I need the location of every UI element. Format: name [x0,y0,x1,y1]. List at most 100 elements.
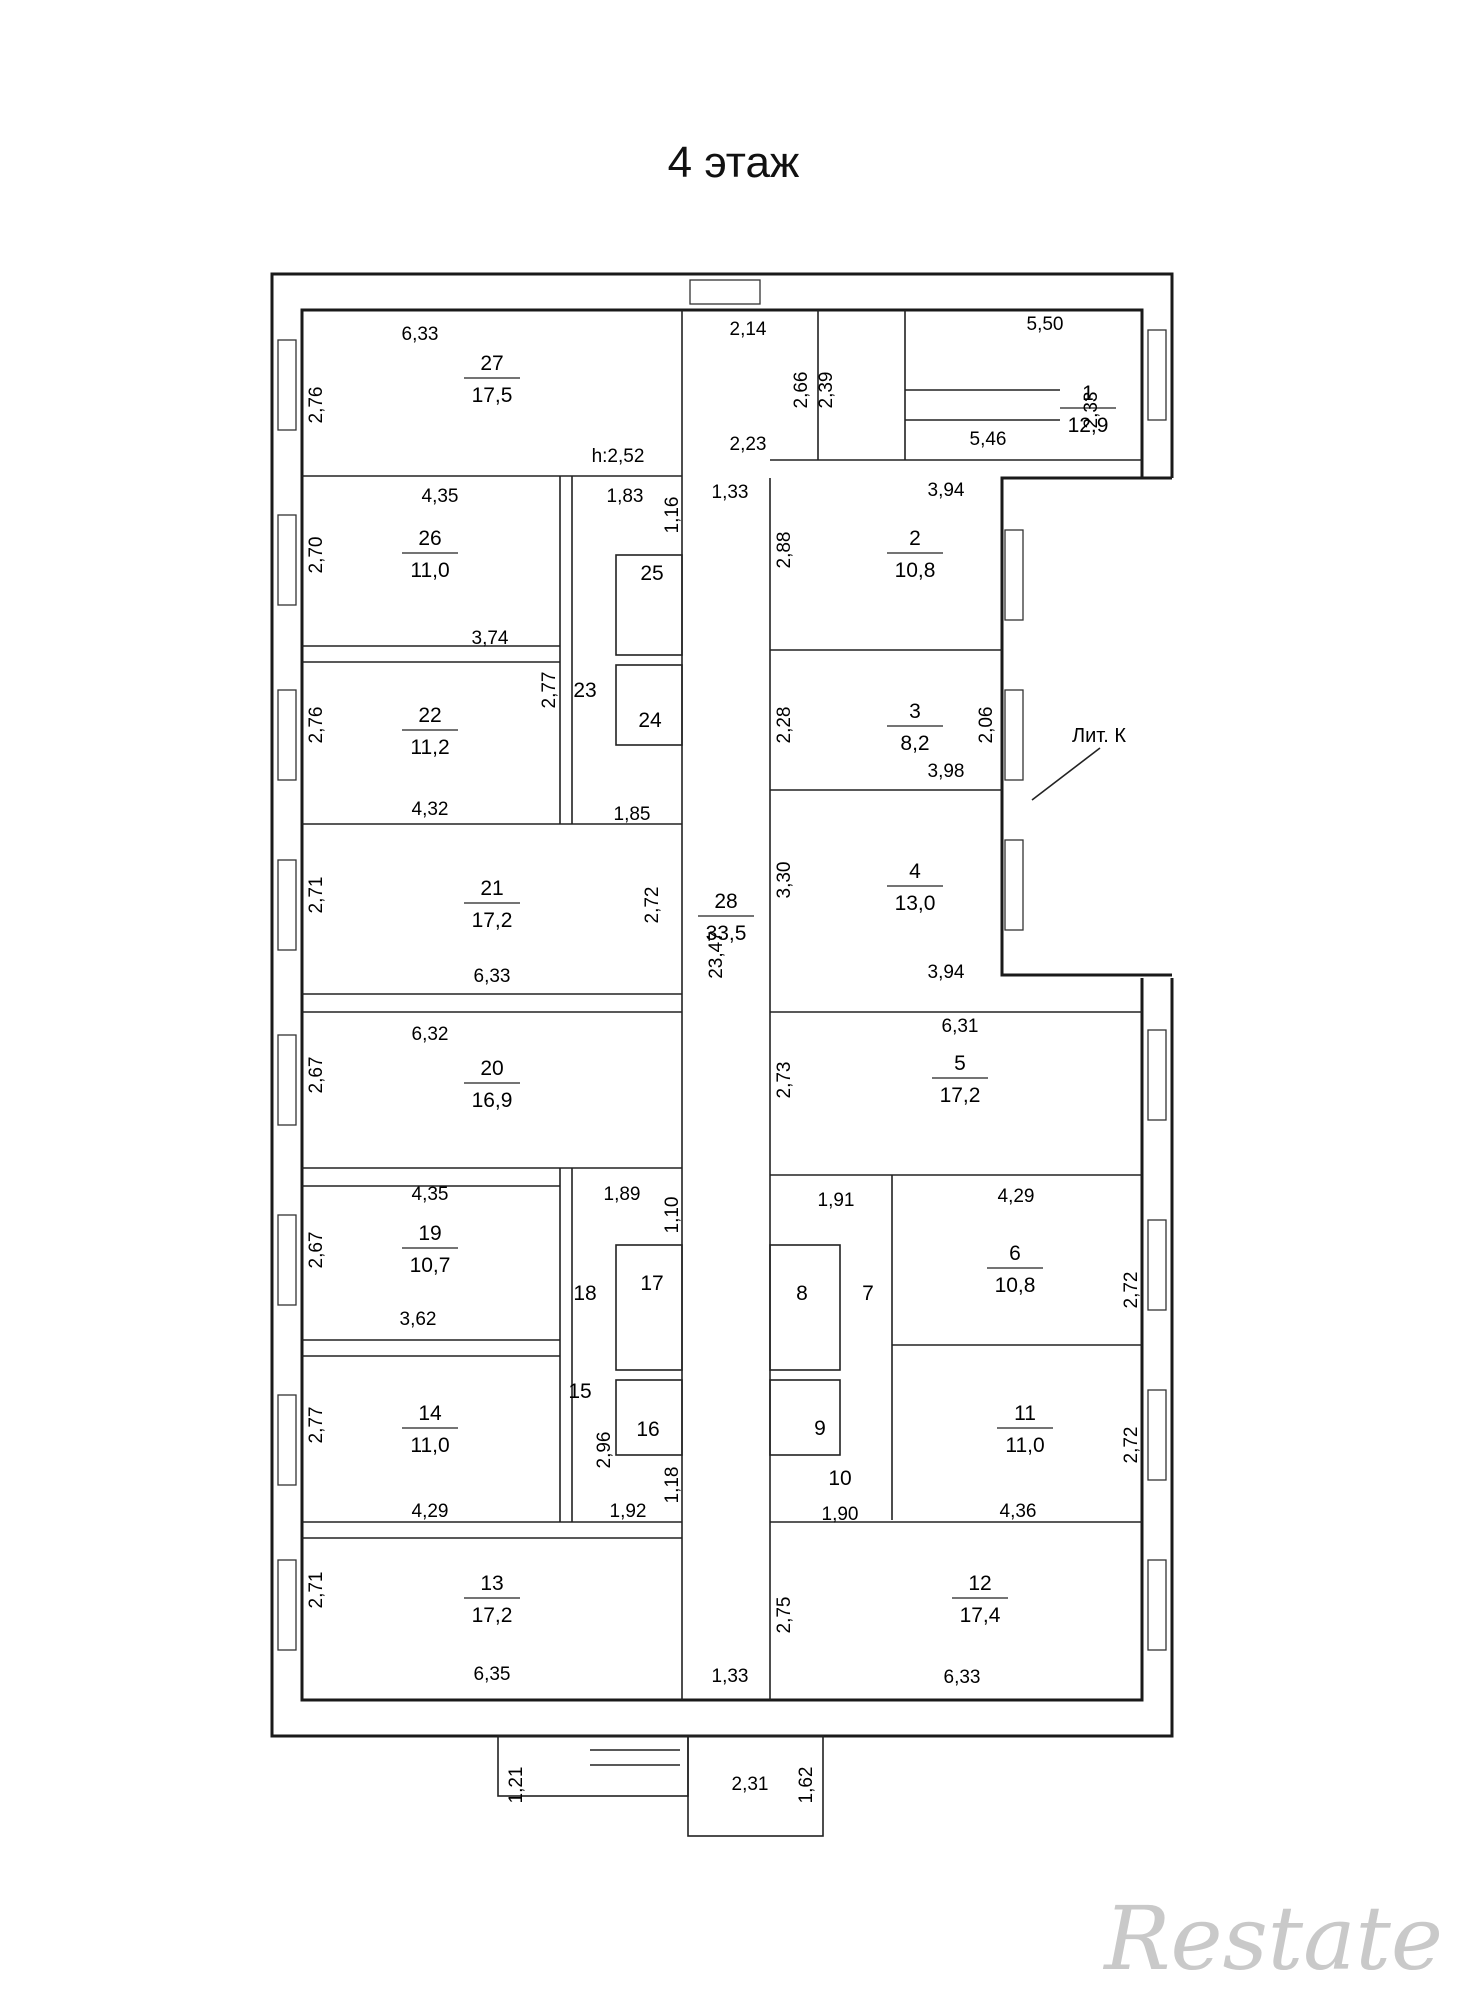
room-area: 11,2 [410,736,449,759]
room-area: 17,2 [472,1604,513,1627]
dimension-label: 2,76 [306,707,327,744]
dimension-label: 1,83 [607,486,644,507]
partitions [302,310,1142,1700]
dimension-label: h:2,52 [592,446,645,467]
dimension-label: 4,35 [422,486,459,507]
dimension-label: 3,30 [774,862,795,899]
dimension-label: 1,92 [610,1501,647,1522]
room-number: 12 [968,1572,991,1595]
dimension-label: 6,33 [402,324,439,345]
dimension-label: 2,77 [539,672,560,709]
room-number: 2 [909,527,921,550]
watermark: Restate [1104,1887,1443,1990]
room-number: 20 [480,1057,503,1080]
room-number: 6 [1009,1242,1021,1265]
room-area: 11,0 [410,559,449,582]
room-area: 11,0 [1005,1434,1044,1457]
room-area: 17,5 [472,384,513,407]
dimension-label: 2,75 [774,1597,795,1634]
dimension-label: 1,90 [822,1504,859,1525]
room-number: 3 [909,700,921,723]
room-number: 18 [573,1282,596,1305]
dimension-label: 2,70 [306,537,327,574]
dimension-label: 2,76 [306,387,327,424]
dimension-label: 23,47 [706,931,727,979]
room-area: 10,8 [895,559,936,582]
room-number: 21 [480,877,503,900]
room-labels: 112,9210,838,2413,0517,2610,8789101111,0… [402,352,1116,1627]
dimension-label: 4,29 [412,1501,449,1522]
dimension-label: 1,33 [712,482,749,503]
dimension-label: 2,72 [642,887,663,924]
dimension-label: 5,50 [1027,314,1064,335]
room-area: 17,2 [472,909,513,932]
dimension-label: 2,39 [816,372,837,409]
dimension-label: 1,89 [604,1184,641,1205]
room-number: 5 [954,1052,966,1075]
windows-left [277,279,1167,1651]
dimension-label: 3,94 [928,962,965,983]
dimension-label: 1,10 [662,1197,683,1234]
room-number: 10 [828,1467,851,1490]
dimension-labels: 6,332,76h:2,521,834,352,703,742,771,161,… [306,314,1142,1803]
room-number: 19 [418,1222,441,1245]
dimension-label: 6,32 [412,1024,449,1045]
room-number: 9 [814,1417,826,1440]
room-number: 8 [796,1282,808,1305]
dimension-label: 3,94 [928,480,965,501]
annotation-leader [1031,747,1101,801]
room-area: 8,2 [900,732,929,755]
room-number: 7 [862,1282,874,1305]
room-number: 15 [568,1380,591,1403]
dimension-label: 1,91 [818,1190,855,1211]
room-number: 13 [480,1572,503,1595]
dimension-label: 1,33 [712,1666,749,1687]
room-area: 13,0 [895,892,936,915]
room-number: 17 [640,1272,663,1295]
dimension-label: 2,67 [306,1057,327,1094]
dimension-label: 2,31 [732,1774,769,1795]
room-area: 16,9 [472,1089,513,1112]
entrance-stairs [497,1735,824,1837]
room-number: 23 [573,679,596,702]
room-area: 17,4 [960,1604,1001,1627]
room-area: 12,9 [1068,414,1109,437]
room-number: 25 [640,562,663,585]
room-number: 26 [418,527,441,550]
dimension-label: 4,36 [1000,1501,1037,1522]
dimension-label: 2,96 [594,1432,615,1469]
dimension-label: 3,62 [400,1309,437,1330]
dimension-label: 6,33 [474,966,511,987]
dimension-label: 1,85 [614,804,651,825]
room-area: 10,7 [410,1254,451,1277]
floor-title: 4 этаж [667,138,800,187]
dimension-label: 2,77 [306,1407,327,1444]
dimension-label: 2,71 [306,1572,327,1609]
dimension-label: 4,35 [412,1184,449,1205]
dimension-label: 2,23 [730,434,767,455]
room-number: 22 [418,704,441,727]
dimension-label: 2,28 [774,707,795,744]
dimension-label: 6,31 [942,1016,979,1037]
dimension-label: 2,66 [791,372,812,409]
dimension-label: 4,29 [998,1186,1035,1207]
dimension-label: 3,74 [472,628,509,649]
room-number: 16 [636,1418,659,1441]
dimension-label: 5,46 [970,429,1007,450]
dimension-label: 2,14 [730,319,767,340]
dimension-label: 1,21 [506,1767,527,1804]
room-area: 33,5 [706,922,747,945]
dimension-label: 1,62 [796,1767,817,1804]
dimension-label: 2,72 [1121,1272,1142,1309]
dimension-label: 4,32 [412,799,449,820]
dimension-label: 2,73 [774,1062,795,1099]
dimension-label: 3,98 [928,761,965,782]
dimension-label: 1,18 [662,1467,683,1504]
dimension-label: 2,67 [306,1232,327,1269]
room-area: 17,2 [940,1084,981,1107]
room-area: 11,0 [410,1434,449,1457]
room-number: 28 [714,890,737,913]
dimension-label: 2,88 [774,532,795,569]
room-number: 24 [638,709,662,732]
